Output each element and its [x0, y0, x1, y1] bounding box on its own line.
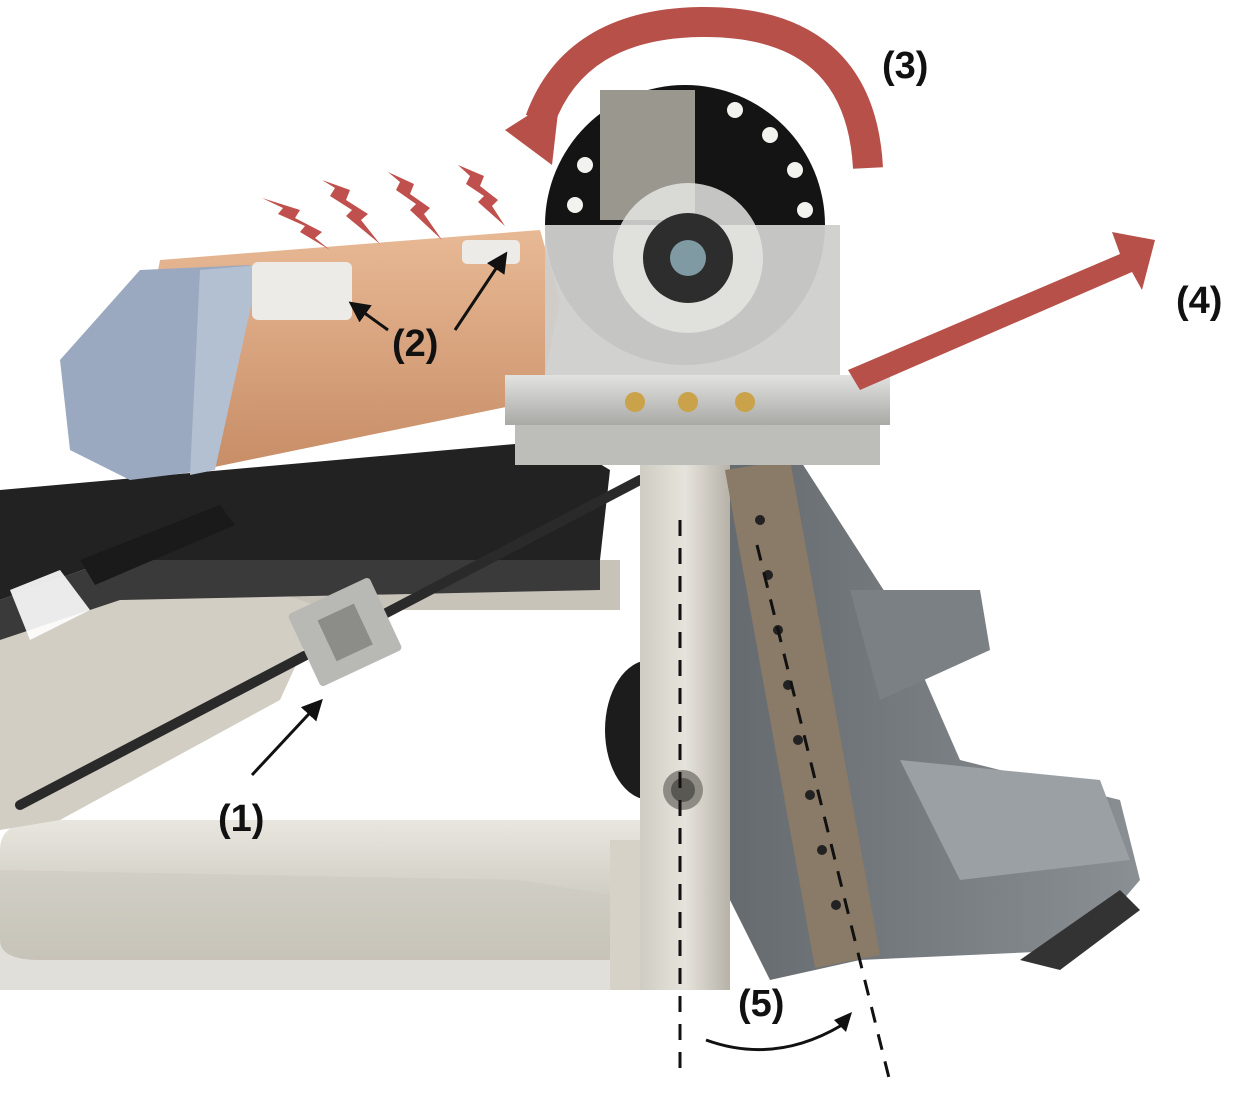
annotation-label-4: (4) [1176, 280, 1223, 322]
joint-angle-indicator [678, 520, 892, 1083]
stimulation-lightning-group [262, 165, 505, 250]
leg-thigh [60, 230, 560, 480]
electrode-pad [252, 262, 352, 320]
dynamometer-post [640, 460, 730, 990]
pointer-arrows [250, 251, 508, 777]
annotation-label-3: (3) [882, 45, 929, 87]
load-cell-assembly [15, 475, 645, 810]
annotation-label-5: (5) [738, 983, 785, 1025]
dynamometer-platform [505, 375, 890, 465]
electrode-pad [462, 240, 520, 264]
encoder-unit [545, 85, 840, 375]
annotation-label-2: (2) [392, 323, 439, 365]
lightning-bolt-icon [262, 198, 330, 250]
annotation-label-1: (1) [218, 798, 265, 840]
lightning-bolt-icon [322, 180, 380, 244]
lightning-bolt-icon [458, 165, 505, 226]
lightning-bolt-icon [388, 172, 442, 240]
straight-arrow-icon [848, 232, 1155, 390]
curved-arrow-icon [505, 6, 883, 170]
